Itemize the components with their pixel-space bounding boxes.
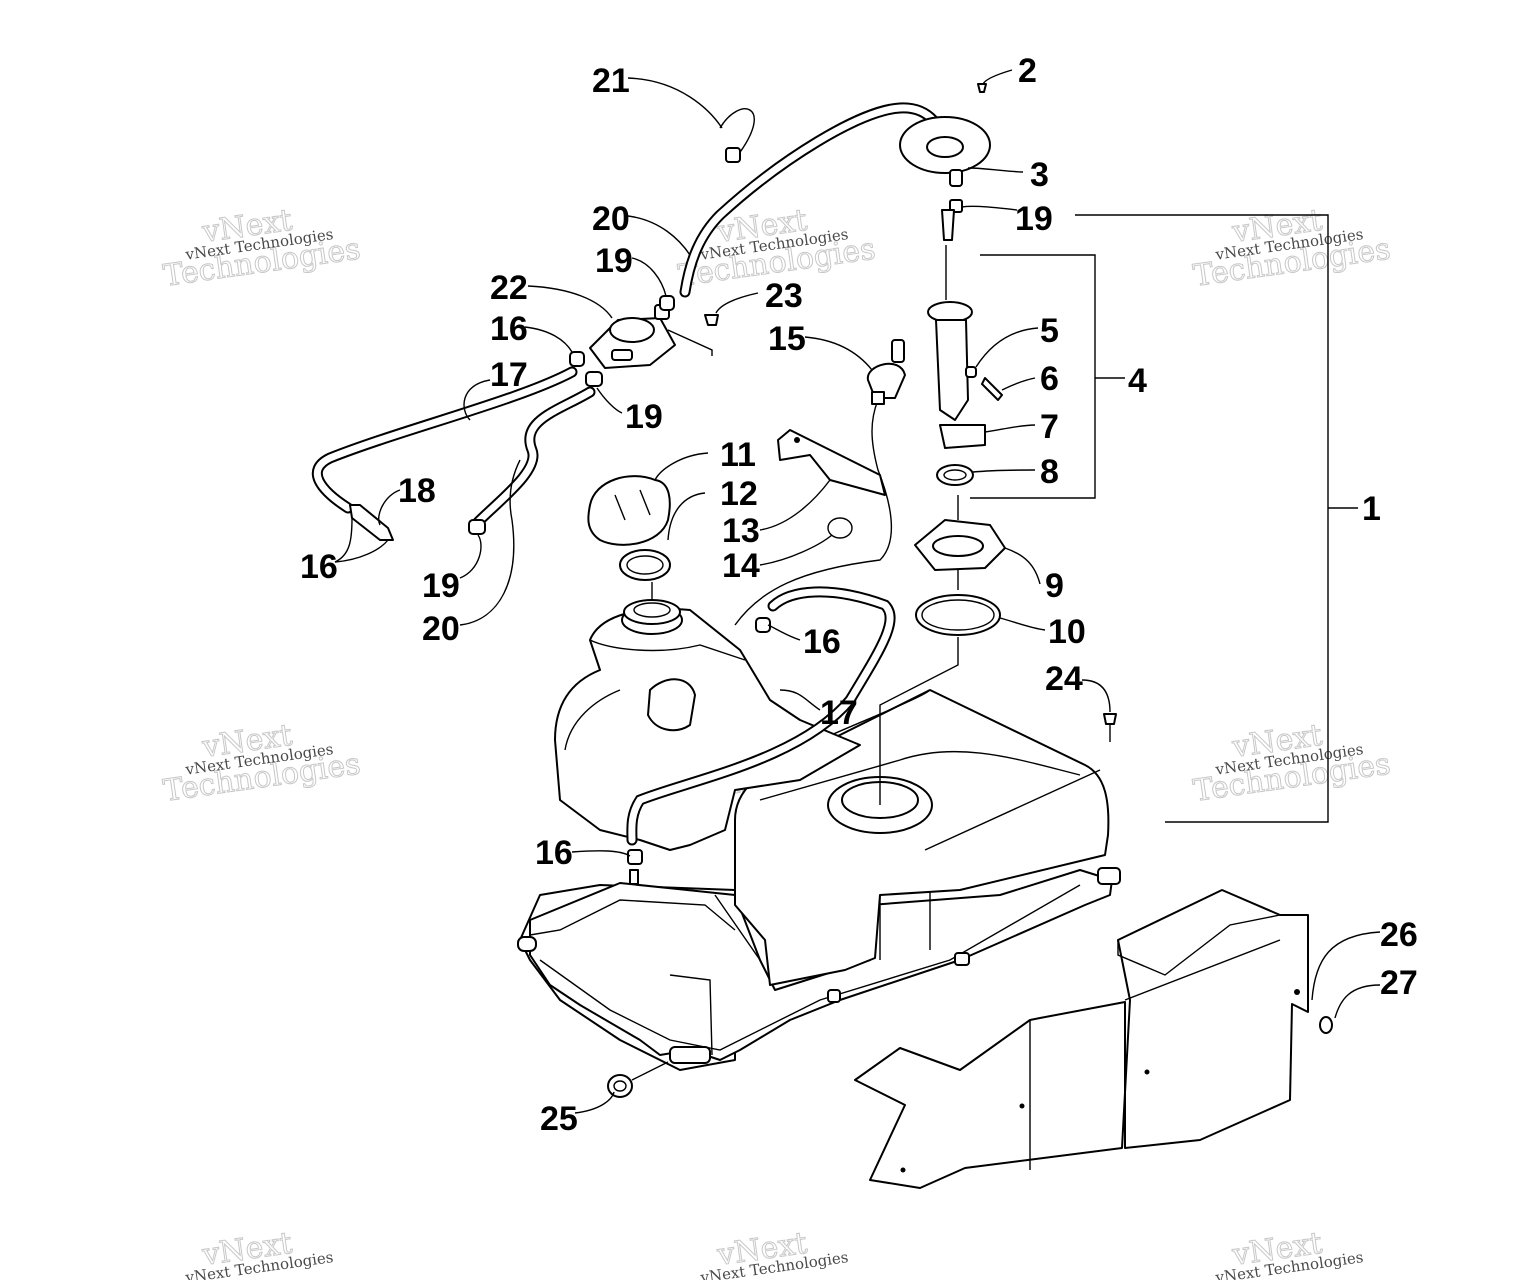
callout-27: 27 (1380, 964, 1418, 1002)
watermark-top-left: vNext Technologies vNext Technologies (161, 202, 363, 294)
watermark-top-right: vNext Technologies vNext Technologies (1191, 202, 1393, 294)
bracket-assembly-4 (970, 254, 1096, 499)
callout-11: 11 (720, 436, 756, 474)
callout-22: 22 (490, 269, 528, 307)
callouts: 1 2 3 4 5 6 7 8 9 10 11 12 13 14 15 16 1… (300, 52, 1418, 1138)
callout-5: 5 (1040, 312, 1059, 350)
assembly-brackets (970, 214, 1358, 823)
skid-plate (854, 889, 1309, 1189)
callout-25: 25 (540, 1100, 578, 1138)
callout-19-low: 19 (422, 567, 460, 605)
callout-19-pump: 19 (595, 242, 633, 280)
callout-17-left: 17 (490, 356, 528, 394)
callout-20-low: 20 (422, 610, 460, 648)
callout-6: 6 (1040, 360, 1059, 398)
vent-hoses (311, 102, 951, 846)
callout-20-top: 20 (592, 200, 630, 238)
callout-17-tank: 17 (820, 694, 858, 732)
callout-8: 8 (1040, 453, 1059, 491)
callout-4: 4 (1128, 362, 1147, 400)
callout-13: 13 (722, 512, 760, 550)
callout-19-top: 19 (1015, 200, 1053, 238)
fuel-tank-body (517, 599, 1121, 1071)
callout-14: 14 (722, 547, 760, 585)
bracket-assembly-1 (1075, 214, 1329, 823)
callout-16-left: 16 (300, 548, 338, 586)
callout-9: 9 (1045, 567, 1064, 605)
callout-2: 2 (1018, 52, 1037, 90)
watermark-bottom-left: vNext vNext Technologies (183, 1225, 334, 1280)
callout-18: 18 (398, 472, 436, 510)
callout-26: 26 (1380, 916, 1418, 954)
callout-12: 12 (720, 475, 758, 513)
callout-1: 1 (1362, 490, 1381, 528)
watermark-bottom-right: vNext vNext Technologies (1213, 1225, 1364, 1280)
callout-23: 23 (765, 277, 803, 315)
watermark-bottom-center: vNext vNext Technologies (698, 1225, 849, 1280)
callout-24: 24 (1045, 660, 1083, 698)
callout-16-tank: 16 (535, 834, 573, 872)
callout-15: 15 (768, 320, 806, 358)
callout-10: 10 (1048, 613, 1086, 651)
callout-7: 7 (1040, 408, 1059, 446)
small-parts (349, 83, 1333, 1098)
watermark-mid-right: vNext Technologies vNext Technologies (1191, 717, 1393, 809)
callout-19-mid: 19 (625, 398, 663, 436)
callout-21: 21 (592, 62, 630, 100)
callout-3: 3 (1030, 156, 1049, 194)
callout-16-vent: 16 (803, 623, 841, 661)
leader-lines (334, 69, 1381, 1114)
callout-16-pump: 16 (490, 310, 528, 348)
watermark-mid-left: vNext Technologies vNext Technologies (161, 717, 363, 809)
